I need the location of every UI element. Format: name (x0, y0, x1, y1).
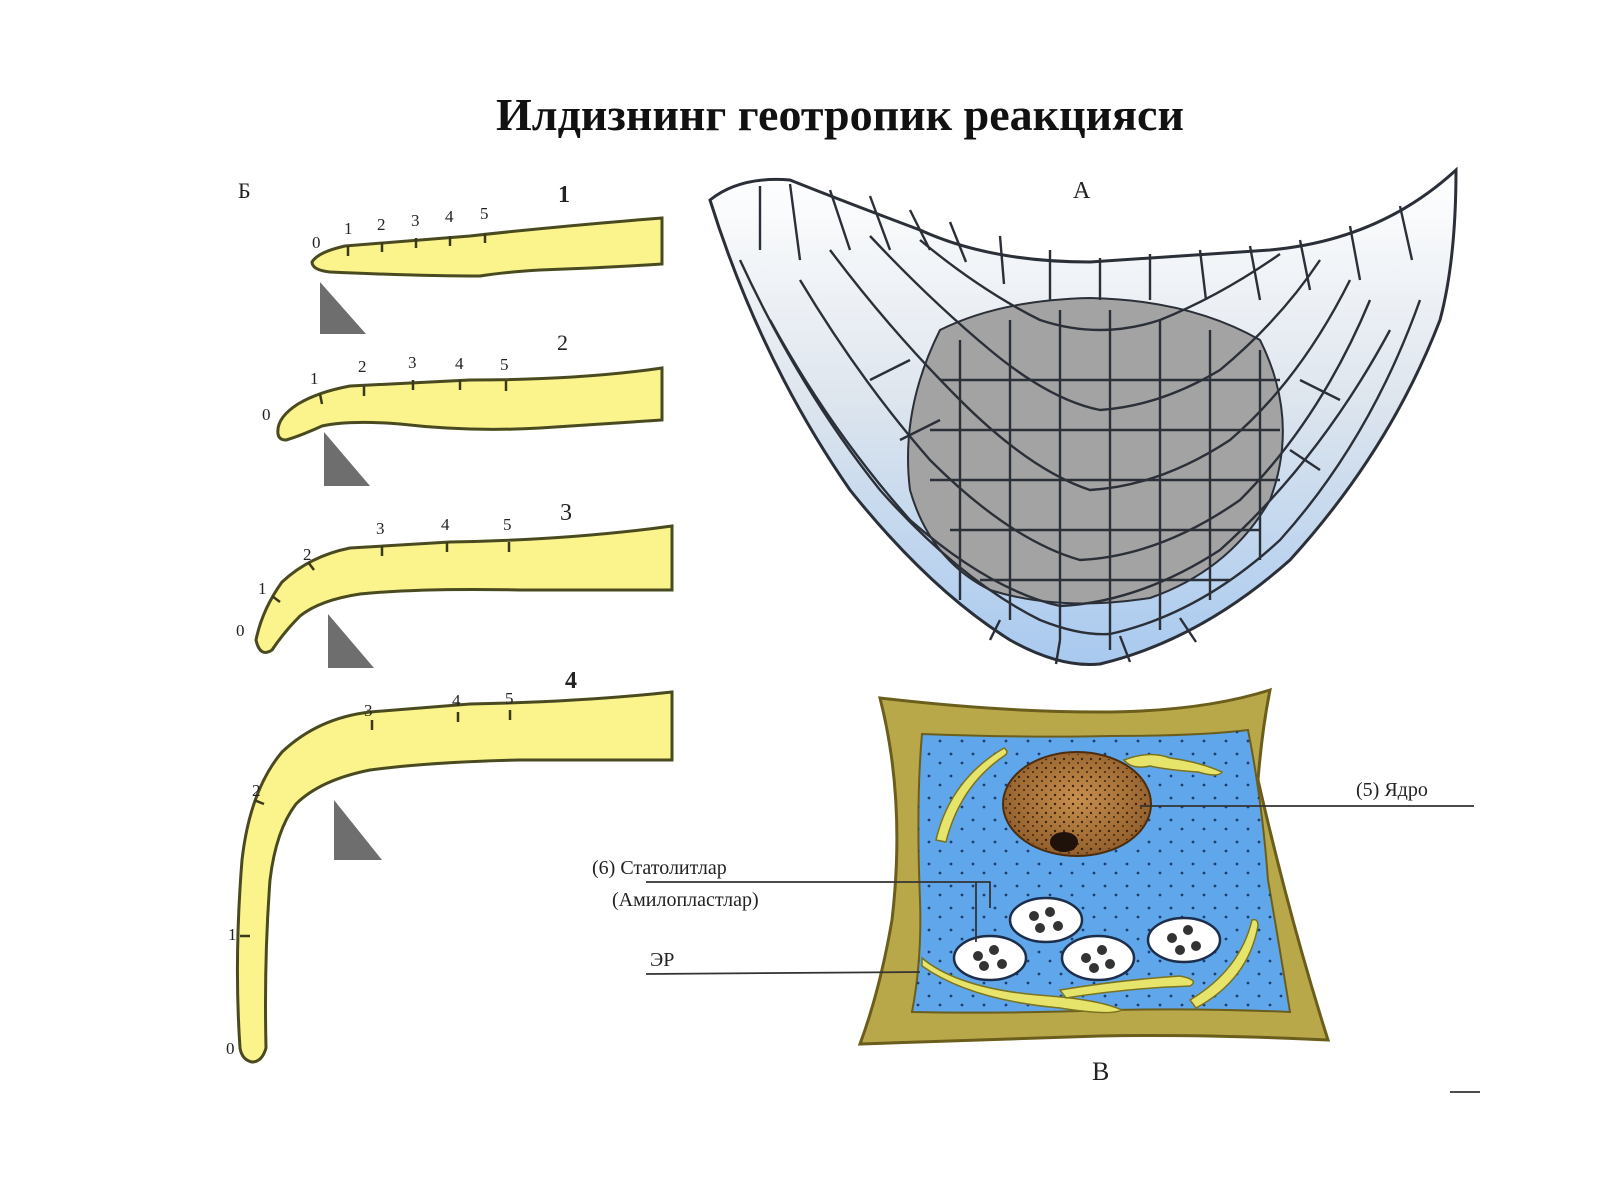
er-label: ЭР (650, 949, 674, 971)
root-stage-2 (276, 366, 664, 442)
gravity-wedge-2 (324, 432, 370, 486)
nucleus-texture (1005, 754, 1149, 854)
panel-v-label: В (1092, 1057, 1109, 1086)
stage-1-number: 1 (558, 182, 570, 208)
stage-1: 0 1 2 3 4 5 1 (310, 182, 664, 334)
root-stage-3 (254, 524, 674, 654)
stage-4-mark-3: 3 (364, 701, 373, 720)
stage-3-mark-3: 3 (376, 519, 385, 538)
gravity-wedge-3 (328, 614, 374, 668)
stage-2: 0 1 2 3 4 5 2 (262, 330, 664, 486)
stage-1-mark-0: 0 (312, 233, 321, 252)
panel-b: Б 0 1 2 3 4 5 1 (226, 178, 674, 1064)
stage-2-number: 2 (557, 330, 568, 355)
amyloplasts (952, 896, 1222, 982)
columella-core (907, 296, 1284, 605)
panel-v: (5) Ядро (6) Статолитлар (Амилопластлар)… (592, 687, 1480, 1093)
stage-2-mark-1: 1 (310, 369, 319, 388)
stage-1-mark-5: 5 (480, 204, 489, 223)
callout-lines (645, 805, 1480, 1093)
nucleolus (1050, 832, 1078, 852)
stage-3-mark-0: 0 (236, 621, 245, 640)
stage-4-number: 4 (565, 668, 577, 694)
stage-3-mark-2: 2 (303, 545, 312, 564)
panel-a-label: А (1073, 178, 1091, 204)
amyloplasts-label: (Амилопластлар) (612, 889, 759, 911)
gravity-wedge-4 (334, 800, 382, 860)
stage-3-mark-5: 5 (503, 515, 512, 534)
er-strands (921, 747, 1259, 1014)
root-stage-1 (310, 216, 664, 278)
root-stage-4 (235, 690, 674, 1064)
cap-cell-walls (738, 183, 1422, 665)
stage-4-mark-4: 4 (452, 691, 461, 710)
stage-4: 0 1 2 3 4 5 4 (226, 668, 674, 1064)
stage-1-mark-3: 3 (411, 211, 420, 230)
stage-4-mark-2: 2 (252, 781, 261, 800)
stage-2-mark-4: 4 (455, 354, 464, 373)
stage-4-mark-5: 5 (505, 689, 514, 708)
stage-1-mark-2: 2 (377, 215, 386, 234)
gravity-wedge-1 (320, 282, 366, 334)
stage-3-mark-4: 4 (441, 515, 450, 534)
stage-3-number: 3 (560, 500, 572, 526)
amyloplast (1146, 916, 1222, 964)
nucleus-label: (5) Ядро (1356, 779, 1428, 801)
page-title: Илдизнинг геотропик реакцияси (496, 89, 1184, 140)
stage-2-mark-2: 2 (358, 357, 367, 376)
stage-3: 0 1 2 3 4 5 3 (236, 500, 674, 668)
stage-3-mark-1: 1 (258, 579, 267, 598)
stage-2-mark-5: 5 (500, 355, 509, 374)
stage-2-mark-0: 0 (262, 405, 271, 424)
stage-1-mark-4: 4 (445, 207, 454, 226)
stage-4-mark-1: 1 (228, 925, 237, 944)
amyloplast (952, 934, 1028, 982)
panel-a: А (708, 166, 1458, 666)
panel-b-label: Б (238, 178, 251, 203)
amyloplast (1060, 934, 1136, 982)
stage-4-mark-0: 0 (226, 1039, 235, 1058)
amyloplast (1008, 896, 1084, 944)
stage-2-mark-3: 3 (408, 353, 417, 372)
stage-1-mark-1: 1 (344, 219, 353, 238)
statoliths-label: (6) Статолитлар (592, 857, 727, 879)
